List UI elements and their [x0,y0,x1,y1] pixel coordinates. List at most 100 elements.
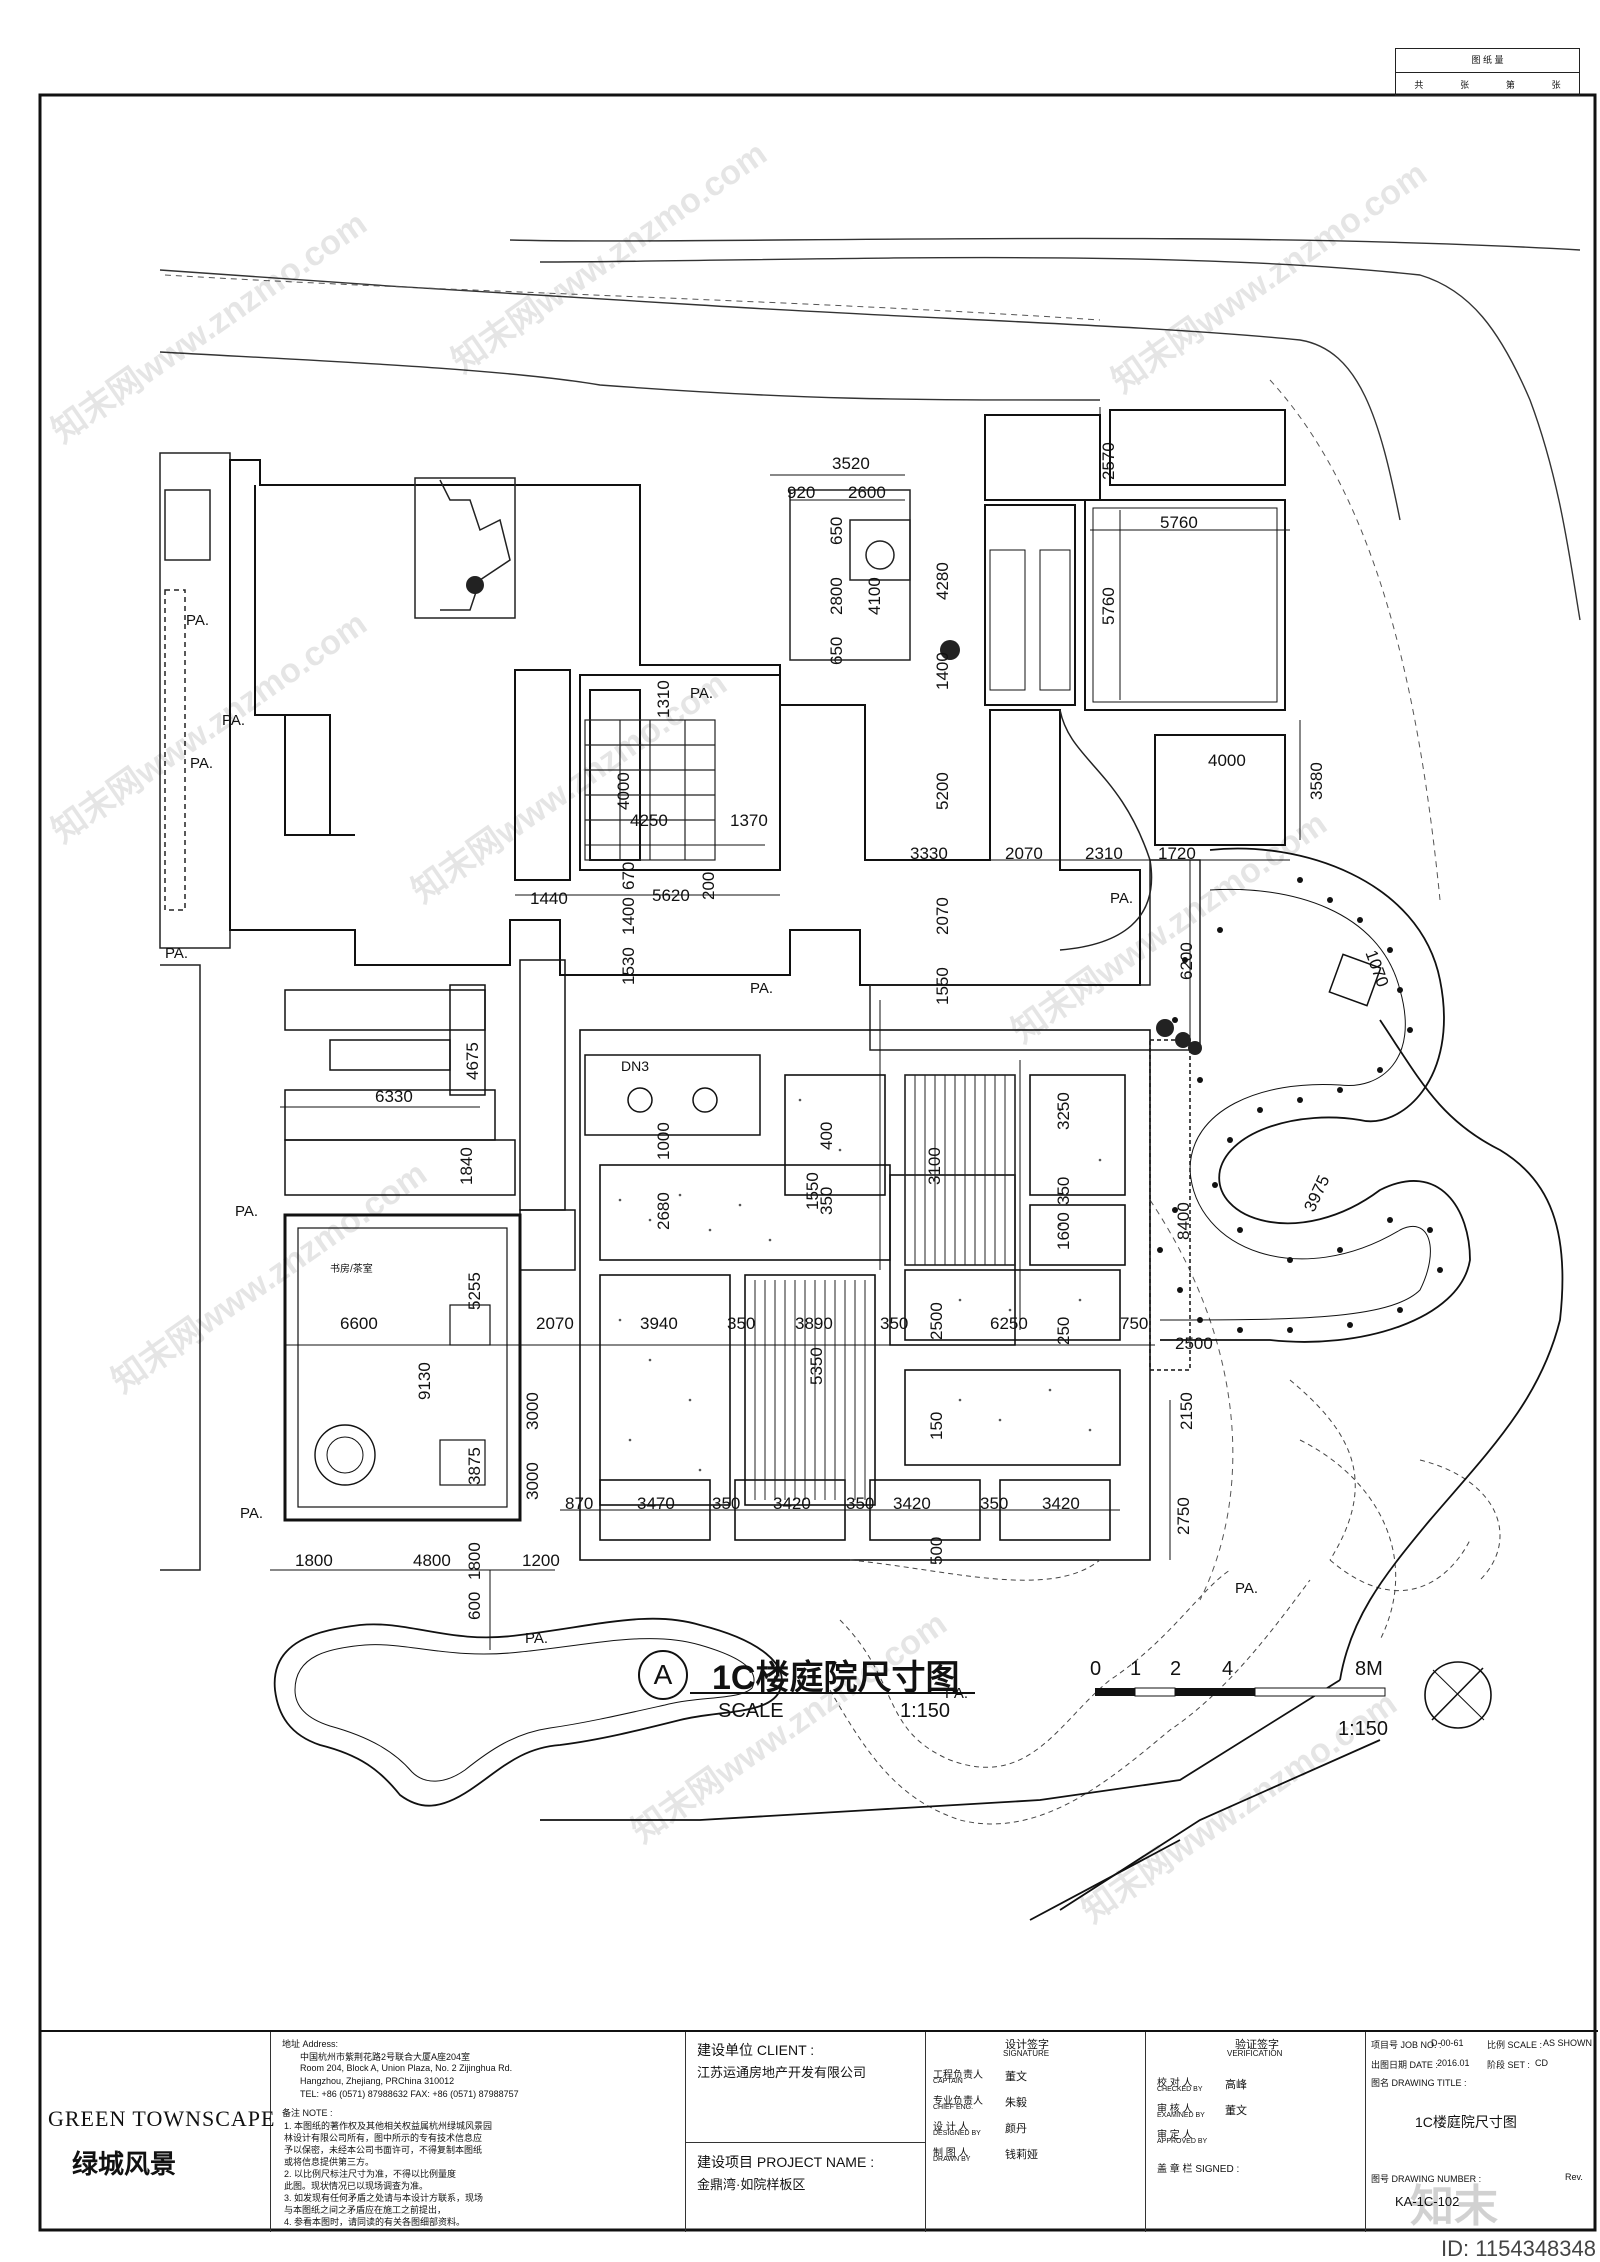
pa-label: PA. [525,1630,549,1647]
pa-label: PA. [1110,890,1134,907]
pool-block [984,409,1286,846]
rev-label: Rev. [1565,2172,1583,2182]
role-designer-name: 颜丹 [1005,2123,1027,2135]
dimension-label: 4800 [413,1551,451,1570]
trees [466,576,1202,1055]
verifier-examined: 审 核 人 [1157,2104,1193,2115]
pa-label: PA. [186,612,210,629]
dimension-label: 1600 [1054,1212,1073,1250]
dimension-label: 1840 [457,1147,476,1185]
dimension-label: 1310 [654,680,673,718]
dimension-label: 4000 [1208,751,1246,770]
stage-label: 阶段 SET : [1487,2060,1530,2070]
north-arrow [1424,1661,1492,1729]
site-boundary [540,1019,1564,1921]
role-captain-name: 董文 [1005,2071,1027,2083]
watermark-logo: 知末 [1410,2182,1498,2231]
date-label: 出图日期 DATE : [1371,2060,1438,2070]
dimension-label: 500 [927,1536,946,1565]
tb-address-cell: 地址 Address: 中国杭州市紫荆花路2号联合大厦A座204室 Room 2… [270,2032,686,2232]
lawn [869,709,1201,1051]
scale-tick-2: 2 [1170,1658,1182,1680]
dimension-label: 200 [699,871,718,900]
verification-header: 验证签字 [1235,2039,1279,2051]
scale-bar [1095,1687,1386,1697]
dimension-label: 400 [817,1121,836,1150]
pa-label: PA. [165,945,189,962]
sheet-count-row: 共 张 第 张 [1396,73,1579,95]
dimension-label: 600 [465,1591,484,1620]
role-captain: 工程负责人 [933,2070,983,2081]
dimension-label: 4250 [630,811,668,830]
role-drafter: 制 图 人 [933,2148,969,2159]
pa-label: PA. [945,1685,969,1702]
dimension-label: 6600 [340,1314,378,1333]
pond [273,1617,783,1807]
tb-verification-cell: 验证签字 VERIFICATION 校 对 人 CHECKED BY 高峰 审 … [1145,2032,1366,2232]
title-block: GREEN TOWNSCAPE 绿城风景 地址 Address: 中国杭州市紫荆… [40,2030,1598,2232]
role-chief-en: CHIEF ENG. [933,2104,974,2111]
note-line: 3. 如发现有任何矛盾之处请与本设计方联系，现场 [284,2193,484,2203]
signature-header-en: SIGNATURE [1003,2049,1050,2058]
note-line: 予以保密，未经本公司书面许可，不得复制本图纸 [284,2145,483,2155]
address-en-2: Hangzhou, Zhejiang, PRChina 310012 [300,2076,455,2086]
date-value: 2016.01 [1437,2058,1470,2068]
dimension-label: 1400 [933,652,952,690]
dimension-label: 670 [619,861,638,890]
notes-label: 备注 NOTE : [282,2108,333,2118]
dimension-label: 2680 [654,1192,673,1230]
room-label: 书房/茶室 [330,1264,373,1275]
dimension-label: 2070 [1005,844,1043,863]
sheet-total-label: 共 [1414,79,1424,90]
dimension-label: 3000 [523,1462,542,1500]
dimension-label: 3580 [1307,762,1326,800]
pa-label: PA. [235,1203,259,1220]
road-curves [159,237,1581,621]
dimension-label: 3420 [1042,1494,1080,1513]
dimension-label: 4100 [865,577,884,615]
note-line: 2. 以比例尺标注尺寸为准，不得以比例量度 [284,2169,457,2179]
job-no-label: 项目号 JOB NO. : [1371,2040,1442,2050]
wood-decking [754,1074,1016,1500]
verifier-examined-en: EXAMINED BY [1157,2112,1205,2119]
dimension-label: 2310 [1085,844,1123,863]
dimension-label: 5620 [652,886,690,905]
dimension-label: 2800 [827,577,846,615]
address-label: 地址 Address: [282,2039,339,2049]
dimension-label: 920 [787,483,816,502]
dimension-label: 3000 [523,1392,542,1430]
note-line: 1. 本图纸的著作权及其他相关权益属杭州绿城风景园 [284,2121,493,2131]
address-cn: 中国杭州市紫荆花路2号联合大厦A座204室 [300,2052,471,2062]
pa-label: PA. [190,755,214,772]
signature-header: 设计签字 [1005,2039,1049,2051]
dimension-label: 750 [1120,1314,1149,1333]
dimension-label: 2150 [1177,1392,1196,1430]
dimension-label: 1800 [295,1551,333,1570]
pa-label: PA. [690,685,714,702]
stamp-label: 盖 章 栏 SIGNED : [1157,2164,1240,2175]
note-line: 林设计有限公司所有，图中所示的专有技术信息应 [284,2133,483,2143]
verifier-approved-en: APPROVED BY [1157,2138,1208,2145]
dimension-label: 3520 [832,454,870,473]
verifier-examined-name: 董文 [1225,2105,1247,2117]
entrance [519,959,761,1271]
bamboo-garden [1159,847,1471,1343]
dimension-label: 350 [1054,1176,1073,1205]
dimension-label: 4000 [614,772,633,810]
client-name: 江苏运通房地产开发有限公司 [697,2065,867,2080]
dimension-label: 5255 [465,1272,484,1310]
dimension-label: 2600 [848,483,886,502]
tb-info-cell: 项目号 JOB NO. : D-00-61 比例 SCALE : AS SHOW… [1365,2032,1598,2232]
dimension-label: 1200 [522,1551,560,1570]
dimension-label: 3330 [910,844,948,863]
role-chief: 专业负责人 [933,2096,983,2107]
sheet-total-unit: 张 [1460,79,1470,90]
company-logo: GREEN TOWNSCAPE [48,2106,276,2131]
scale-tick-8m: 8M [1355,1658,1383,1680]
dimension-label: 3875 [465,1447,484,1485]
dimension-label: 9130 [415,1362,434,1400]
sheet-border [38,93,1597,2232]
tb-signature-cell: 设计签字 SIGNATURE 工程负责人 CAPTAIN 董文 专业负责人 CH… [925,2032,1146,2232]
dimension-label: 5350 [807,1347,826,1385]
